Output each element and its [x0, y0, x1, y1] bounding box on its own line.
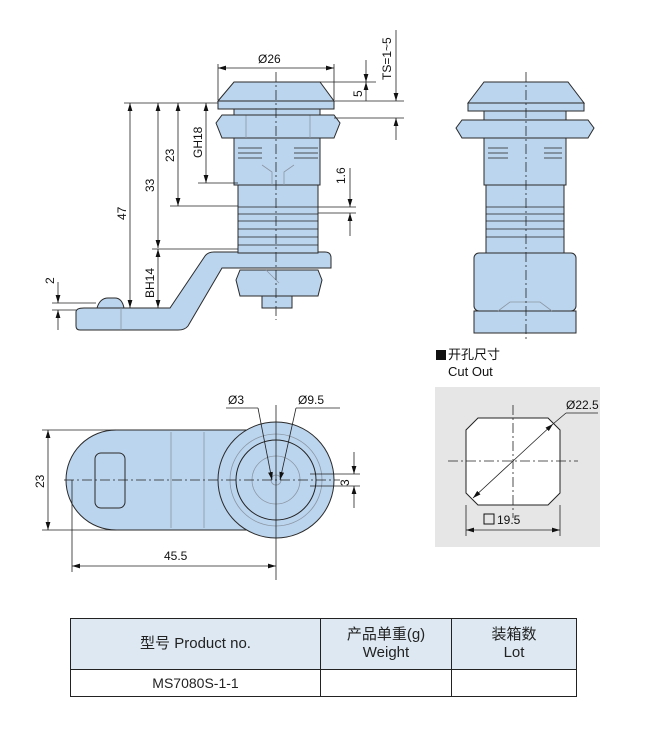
body-front: [485, 184, 565, 254]
dim-33: 33: [143, 178, 157, 192]
cutout-panel: Ø22.5 19.5: [435, 387, 600, 547]
header-weight: 产品单重(g)Weight: [320, 618, 452, 670]
table-row: MS7080S-1-1: [70, 669, 577, 697]
dim-bh: BH14: [143, 268, 157, 298]
cam-foot: [473, 310, 577, 334]
cutout-title-cn: 开孔尺寸: [448, 347, 501, 362]
dim-head-diameter: Ø26: [258, 52, 281, 66]
dim-core-diameter: Ø9.5: [298, 393, 324, 407]
cam-arm: [75, 251, 332, 331]
dim-cam-thickness: 2: [43, 277, 57, 284]
dim-key-diameter: Ø3: [228, 393, 244, 407]
cam-bump: [96, 297, 125, 309]
dim-23: 23: [163, 148, 177, 162]
bottom-view: Ø3 Ø9.5 23 45.5 3: [33, 393, 360, 580]
hex-nut: [215, 114, 341, 139]
thread-front: [483, 137, 567, 186]
lock-body: [237, 184, 319, 254]
dim-length: 45.5: [164, 549, 188, 563]
square-symbol-icon: [483, 513, 495, 525]
bullet-square-icon: [436, 350, 446, 360]
cam-slot: [94, 452, 126, 509]
dim-cutout-diameter: Ø22.5: [566, 398, 599, 412]
cell-product: MS7080S-1-1: [70, 669, 321, 697]
dim-47: 47: [115, 206, 129, 220]
dim-1-6: 1.6: [334, 167, 348, 184]
dim-width: 23: [33, 474, 47, 488]
side-view: Ø26 5 TS=1~5 47 33 23 GH18 BH14 2 1: [43, 30, 404, 331]
dim-head-height: 5: [351, 90, 365, 97]
cutout-title: 开孔尺寸 Cut Out: [436, 346, 500, 380]
dim-ts: TS=1~5: [380, 37, 394, 80]
hex-nut-front: [455, 119, 595, 139]
front-view: [455, 72, 595, 340]
cell-lot: [451, 669, 577, 697]
dim-gh: GH18: [191, 126, 205, 158]
threaded-shank: [233, 137, 321, 186]
cell-weight: [320, 669, 452, 697]
dim-cutout-square: 19.5: [497, 513, 521, 527]
header-product: 型号 Product no.: [70, 618, 321, 670]
dim-slot: 3: [338, 479, 352, 486]
screw-end: [261, 295, 293, 309]
cutout-title-en: Cut Out: [448, 364, 493, 379]
